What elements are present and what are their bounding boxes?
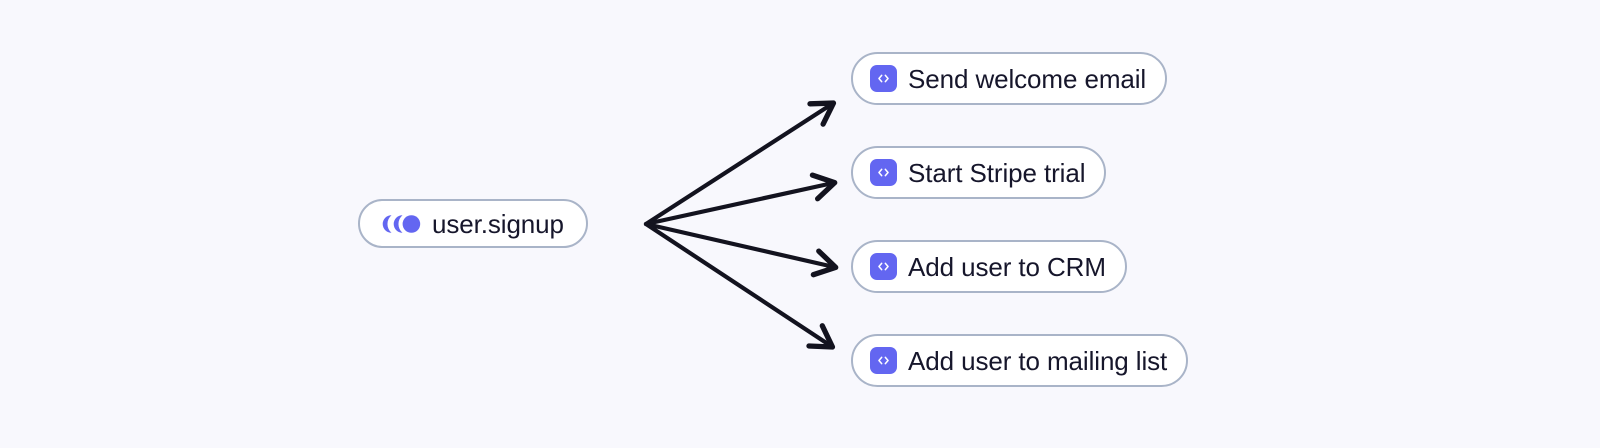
event-pulse-icon: [382, 214, 421, 233]
code-brackets-icon: [870, 253, 897, 280]
action-node-label: Add user to CRM: [908, 251, 1106, 282]
action-node[interactable]: Start Stripe trial: [851, 146, 1107, 199]
action-node[interactable]: Send welcome email: [851, 52, 1168, 105]
action-node-label: Start Stripe trial: [908, 157, 1086, 188]
edge-to-add-user-to-crm: [643, 221, 839, 278]
action-node-label: Send welcome email: [908, 63, 1147, 94]
code-brackets-icon: [870, 347, 897, 374]
trigger-node-user-signup[interactable]: user.signup: [358, 199, 588, 248]
edge-to-add-user-mailing-list: [643, 221, 836, 350]
trigger-node-label: user.signup: [432, 208, 564, 239]
action-node[interactable]: Add user to mailing list: [851, 334, 1189, 387]
edge-to-send-welcome-email: [643, 100, 837, 227]
edge-to-start-stripe-trial: [643, 172, 838, 227]
action-node-label: Add user to mailing list: [908, 345, 1168, 376]
code-brackets-icon: [870, 159, 897, 186]
code-brackets-icon: [870, 65, 897, 92]
action-node[interactable]: Add user to CRM: [851, 240, 1127, 293]
